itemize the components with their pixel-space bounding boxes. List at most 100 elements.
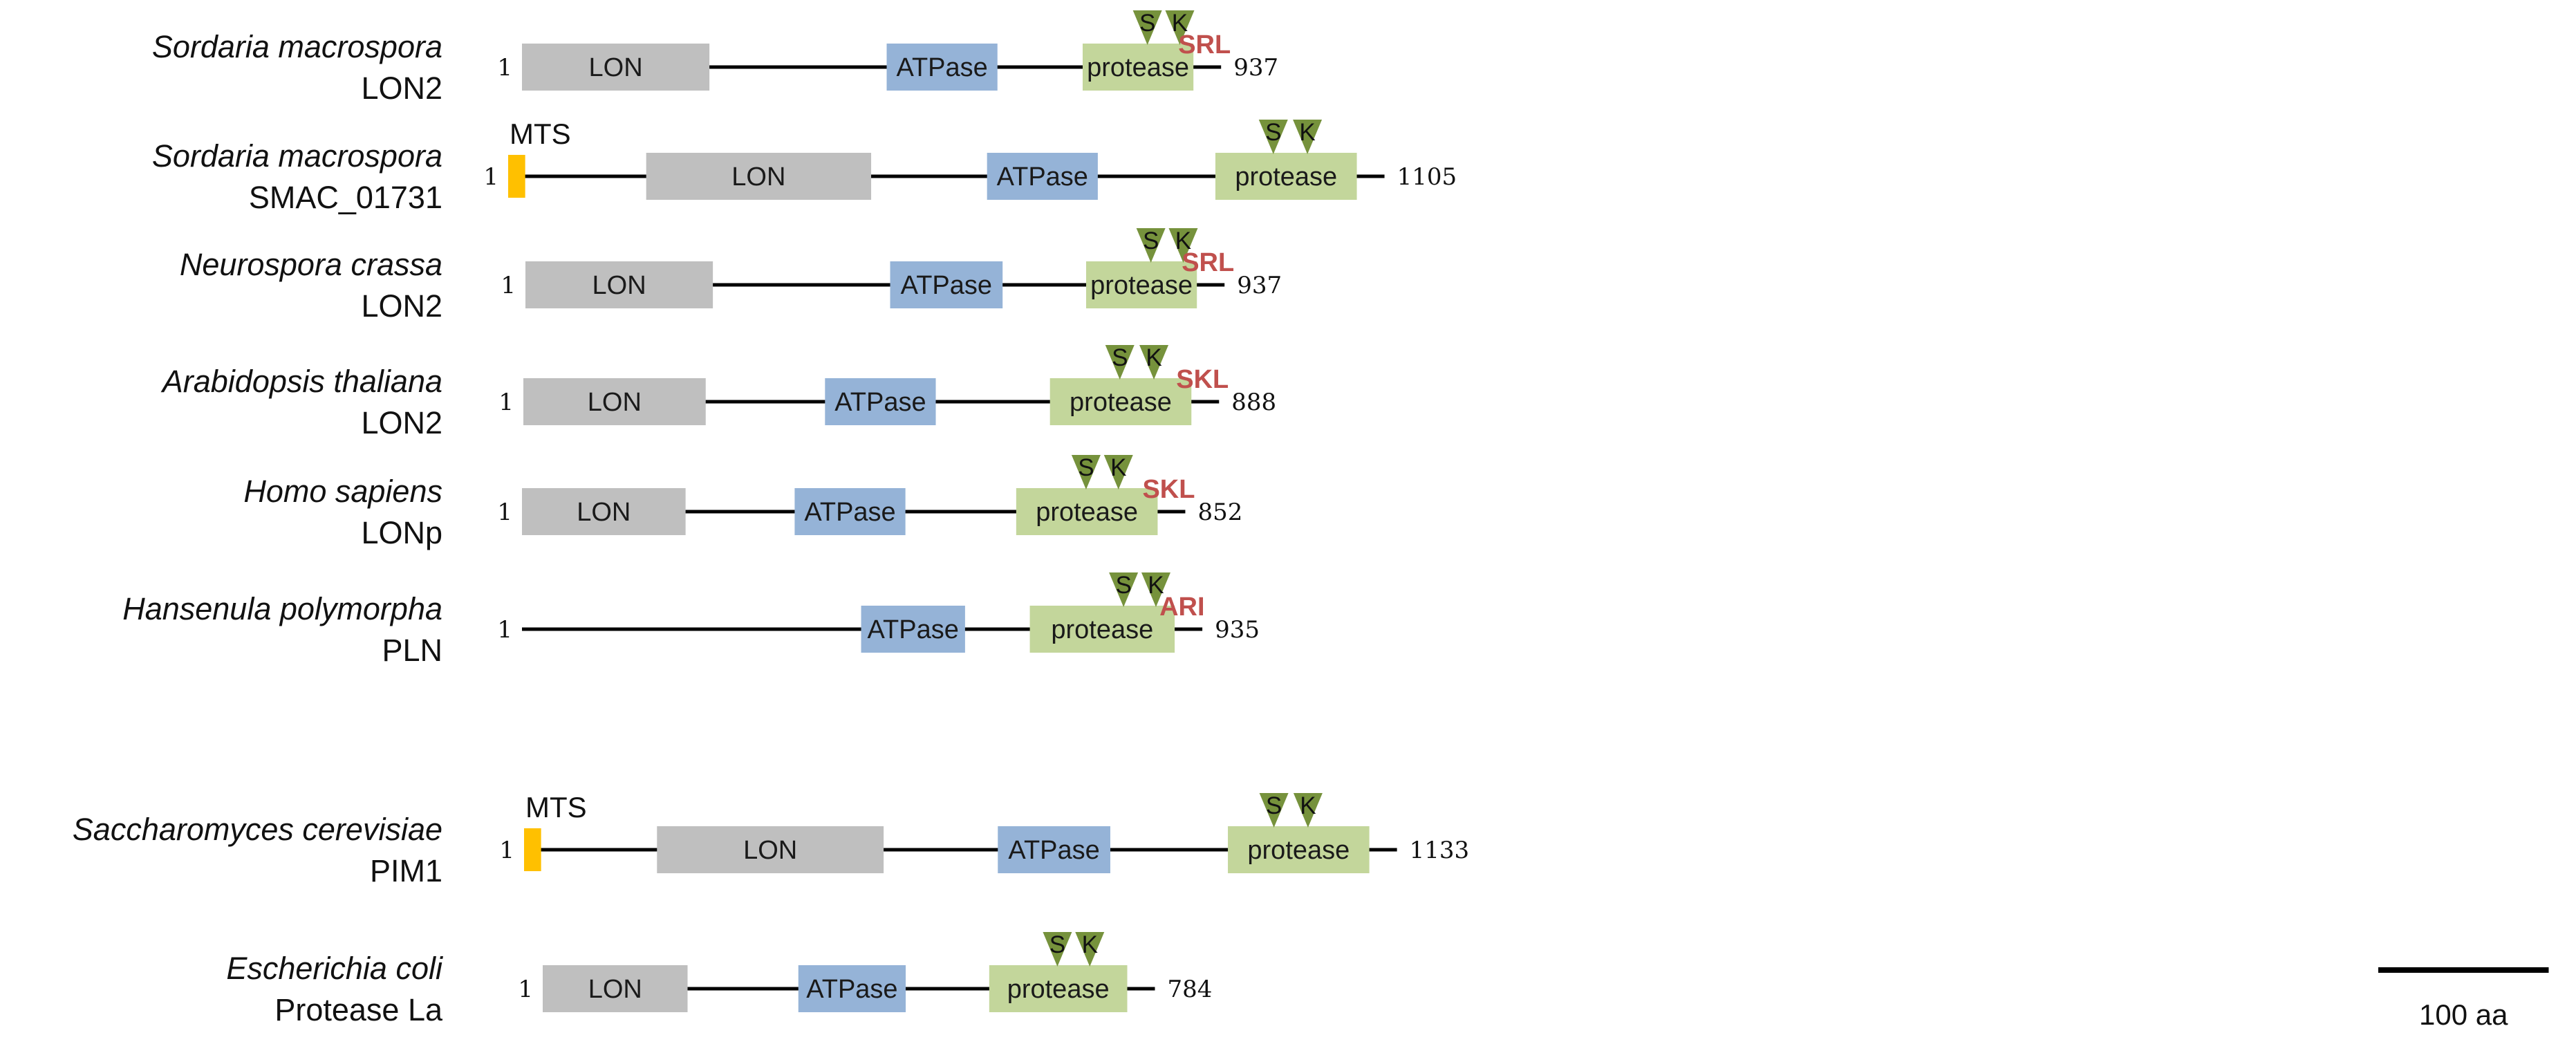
lon-domain-label: LON [577,498,631,527]
mts-label: MTS [525,791,587,823]
serine-site-label: S [1115,572,1131,599]
end-residue: 935 [1215,616,1260,644]
lysine-site-marker [1293,793,1323,828]
lon-domain [522,44,710,91]
serine-site-marker [1105,345,1135,380]
lon-domain [657,826,884,873]
protein-name: LON2 [361,288,442,324]
lon-domain-label: LON [743,836,797,865]
species-name: Sordaria macrospora [152,29,442,64]
lysine-site-marker [1168,228,1198,263]
end-residue: 937 [1233,54,1278,82]
lysine-site-marker [1103,455,1133,490]
protein-name: LON2 [361,405,442,440]
serine-site-marker [1071,455,1101,490]
serine-site-label: S [1143,227,1159,254]
end-residue: 852 [1197,498,1242,526]
serine-site-marker [1132,10,1162,45]
lysine-site-marker [1293,120,1323,154]
protease-domain [1016,488,1158,535]
species-name: Arabidopsis thaliana [160,364,442,399]
protein-name: LON2 [361,71,442,106]
mts-domain [524,828,541,871]
protease-domain-label: protease [1235,162,1337,192]
atpase-domain-label: ATPase [901,271,992,300]
protein-name: LONp [361,515,442,550]
species-name: Hansenula polymorpha [122,591,442,626]
serine-site-label: S [1078,454,1094,481]
serine-site-marker [1259,793,1289,828]
atpase-domain [794,488,906,535]
species-name: Homo sapiens [243,474,442,509]
serine-site-marker [1258,120,1288,154]
atpase-domain [998,826,1110,873]
protease-domain-label: protease [1087,53,1189,82]
serine-site-marker [1136,228,1166,263]
end-residue: 784 [1167,976,1212,1003]
protease-domain [1085,261,1197,308]
atpase-domain-label: ATPase [997,162,1088,192]
atpase-domain-label: ATPase [868,615,959,644]
protease-domain [1082,44,1194,91]
protease-domain [1228,826,1370,873]
end-residue: 888 [1231,389,1276,416]
protease-domain-label: protease [1051,615,1153,644]
atpase-domain [886,44,998,91]
protease-domain [1049,378,1192,425]
start-residue: 1 [518,976,533,1003]
lysine-site-label: K [1148,572,1164,599]
protease-domain-label: protease [1090,271,1193,300]
species-name: Escherichia coli [226,951,444,986]
lysine-site-marker [1139,345,1169,380]
protease-domain-label: protease [1007,975,1110,1004]
lon-domain [523,378,706,425]
atpase-domain-label: ATPase [806,975,897,1004]
serine-site-label: S [1049,931,1065,958]
protease-domain [1215,153,1357,200]
start-residue: 1 [497,54,512,82]
atpase-domain-label: ATPase [1008,836,1099,865]
scale-bar: 100 aa [2378,967,2549,1031]
mts-label: MTS [510,118,571,150]
lon-domain-label: LON [589,53,643,82]
species-name: Neurospora crassa [180,247,442,282]
lysine-site-label: K [1082,931,1098,958]
atpase-domain-label: ATPase [896,53,987,82]
start-residue: 1 [498,389,514,416]
start-residue: 1 [501,272,516,299]
lon-domain [543,965,688,1012]
end-residue: 1133 [1410,837,1470,864]
start-residue: 1 [483,163,498,191]
lysine-site-marker [1075,932,1105,967]
atpase-domain [861,606,965,653]
mts-domain [508,155,525,198]
atpase-domain [890,261,1003,308]
pts-signal: SKL [1176,365,1229,394]
end-residue: 937 [1237,272,1282,299]
lysine-site-marker [1165,10,1195,45]
serine-site-label: S [1112,344,1128,371]
start-residue: 1 [497,498,512,526]
serine-site-marker [1043,932,1072,967]
serine-site-label: S [1265,119,1281,146]
pts-signal: SRL [1182,248,1234,277]
start-residue: 1 [499,837,514,864]
start-residue: 1 [497,616,512,644]
protein-name: PIM1 [370,853,442,888]
serine-site-marker [1109,572,1139,607]
atpase-domain-label: ATPase [834,388,926,417]
protein-name: SMAC_01731 [249,180,442,215]
lon-domain-label: LON [592,271,646,300]
pts-signal: SKL [1142,475,1195,504]
protease-domain-label: protease [1070,388,1172,417]
lysine-site-label: K [1300,792,1316,819]
atpase-domain [987,153,1098,200]
lysine-site-marker [1141,572,1170,607]
